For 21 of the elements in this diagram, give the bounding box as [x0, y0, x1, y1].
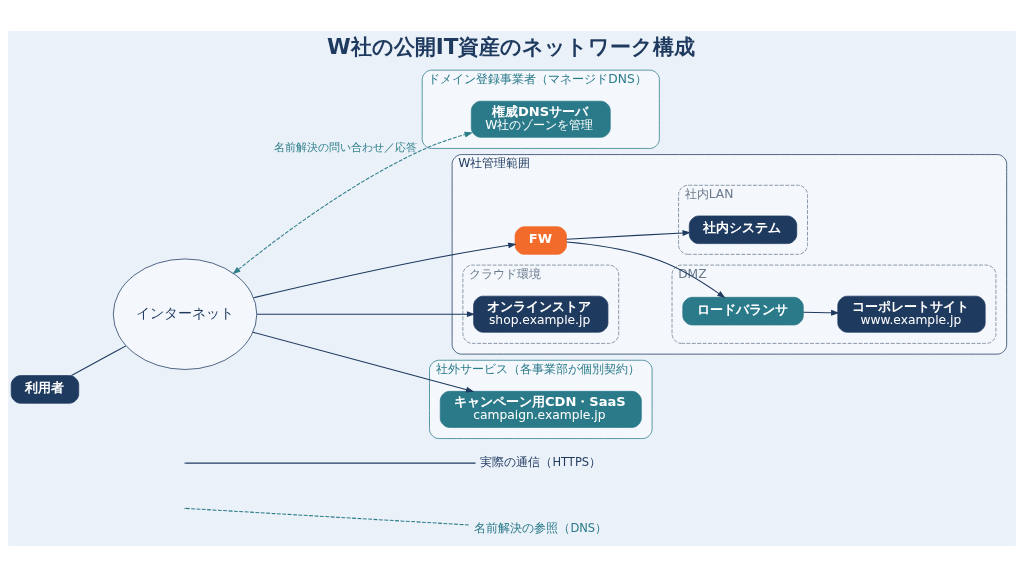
- node-box: ロードバランサ: [682, 296, 804, 325]
- arrow: [253, 242, 517, 298]
- node-ellipse: インターネット: [112, 258, 258, 370]
- connector: [70, 344, 127, 376]
- legend-label: 実際の通信（HTTPS）: [480, 454, 602, 469]
- edge-label: 名前解決の問い合わせ／応答: [273, 140, 417, 154]
- node-box: キャンペーン用CDN・SaaS campaign.example.jp: [439, 390, 642, 428]
- node-box: 権威DNSサーバ W社のゾーンを管理: [470, 100, 611, 138]
- arrow: [566, 229, 691, 240]
- node-box: FW: [514, 225, 567, 255]
- node-box: コーポレートサイト www.example.jp: [837, 295, 986, 333]
- arrow: [252, 331, 475, 392]
- node-box: 社内システム: [688, 215, 798, 244]
- node-box: 利用者: [10, 374, 80, 404]
- arrow: [802, 309, 840, 316]
- node-box: オンラインストア shop.example.jp: [473, 295, 609, 333]
- arrow: [566, 240, 726, 298]
- diagram-title: W社の公開IT資産のネットワーク構成: [327, 33, 696, 59]
- legend-label: 名前解決の参照（DNS）: [474, 520, 608, 535]
- arrow: [256, 310, 476, 317]
- arrow: [232, 131, 473, 274]
